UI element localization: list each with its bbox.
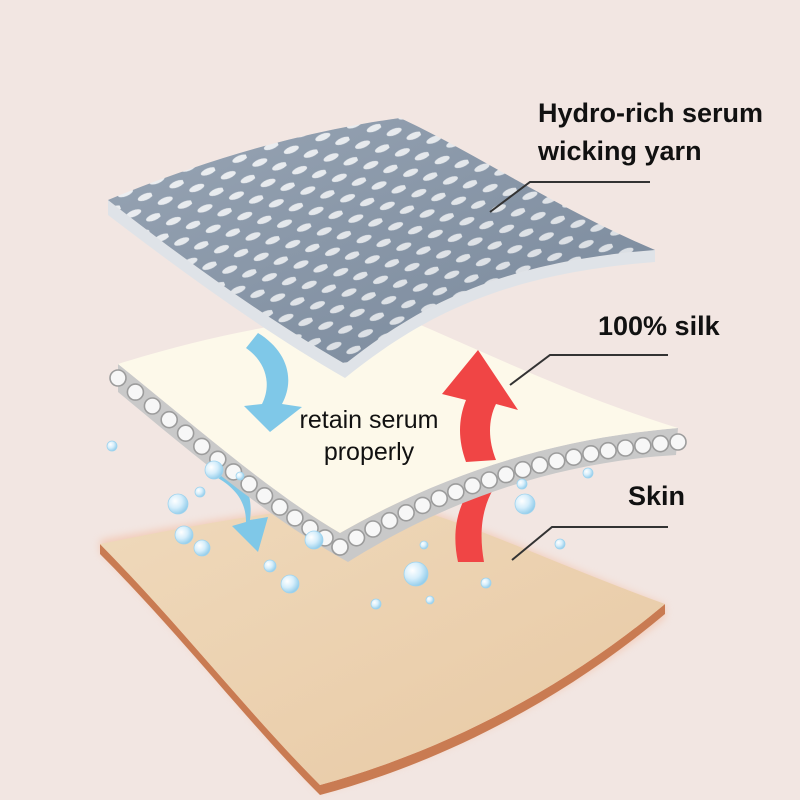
label-skin: Skin bbox=[628, 481, 685, 511]
silk-fiber-circle bbox=[463, 476, 482, 495]
skin-layer bbox=[100, 500, 665, 795]
silk-fiber-circle bbox=[497, 465, 515, 484]
silk-fiber-circle bbox=[669, 433, 687, 451]
silk-fiber-circle bbox=[513, 460, 532, 479]
water-bubble-icon bbox=[582, 467, 594, 479]
bubble-group bbox=[106, 440, 594, 610]
water-bubble-icon bbox=[280, 574, 300, 594]
silk-fiber-circle bbox=[599, 441, 617, 460]
down-arrow-icon bbox=[244, 333, 302, 432]
silk-layer bbox=[109, 312, 687, 562]
up-arrow-icon bbox=[442, 350, 518, 462]
water-bubble-icon bbox=[480, 577, 492, 589]
silk-fiber-circle bbox=[240, 475, 258, 493]
mesh-layer-shade bbox=[108, 118, 655, 364]
silk-fiber-circle bbox=[530, 456, 549, 474]
skin-layer-edge bbox=[100, 544, 665, 795]
water-bubble-icon bbox=[370, 598, 382, 610]
silk-fiber-circle bbox=[126, 383, 145, 401]
mesh-layer bbox=[108, 118, 655, 378]
silk-fiber-circle bbox=[160, 410, 178, 429]
skin-layer-surface bbox=[100, 502, 665, 785]
silk-fiber-circle bbox=[193, 437, 211, 456]
silk-fiber-circle bbox=[255, 486, 274, 505]
label-retain-line2: properly bbox=[324, 438, 415, 466]
silk-fiber-circle bbox=[480, 471, 499, 489]
label-retain-line1: retain serum bbox=[300, 406, 439, 434]
water-bubble-icon bbox=[419, 540, 429, 550]
water-bubble-icon bbox=[425, 595, 435, 605]
silk-fiber-circle bbox=[413, 496, 432, 515]
callout-line-yarn bbox=[489, 181, 650, 213]
silk-fiber-circle bbox=[651, 434, 670, 453]
silk-fiber-circle bbox=[547, 452, 566, 470]
silk-fiber-circle bbox=[143, 397, 162, 415]
callout-line-skin bbox=[511, 526, 668, 561]
label-yarn-line2: wicking yarn bbox=[537, 136, 702, 166]
silk-layer-surface bbox=[118, 312, 678, 533]
silk-fiber-circle bbox=[347, 528, 366, 547]
silk-fiber-circle bbox=[633, 436, 652, 455]
silk-fiber-circle bbox=[109, 369, 127, 387]
water-bubble-icon bbox=[194, 486, 206, 498]
silk-fiber-circle bbox=[331, 538, 349, 556]
silk-fiber-circle bbox=[176, 424, 195, 443]
water-bubble-icon bbox=[554, 538, 566, 550]
water-bubble-icon bbox=[263, 559, 277, 573]
silk-fiber-circle bbox=[286, 509, 304, 527]
mesh-layer-edge bbox=[108, 200, 655, 378]
silk-fiber-circle bbox=[564, 448, 583, 467]
silk-fiber-circle bbox=[446, 483, 465, 501]
water-bubble-icon bbox=[193, 539, 211, 557]
up-arrow-icon bbox=[455, 468, 508, 562]
water-bubble-icon bbox=[204, 460, 224, 480]
water-bubble-icon bbox=[167, 493, 189, 515]
label-yarn-line1: Hydro-rich serum bbox=[538, 98, 763, 128]
silk-fiber-circle bbox=[364, 520, 382, 538]
water-bubble-icon bbox=[514, 493, 536, 515]
silk-fiber-circle bbox=[582, 444, 600, 463]
callout-line-silk bbox=[509, 354, 668, 386]
label-silk: 100% silk bbox=[598, 311, 721, 341]
water-bubble-icon bbox=[235, 471, 245, 481]
water-bubble-icon bbox=[403, 561, 429, 587]
silk-fiber-circle bbox=[380, 511, 399, 530]
silk-fiber-circle bbox=[397, 503, 415, 522]
silk-fiber-circle bbox=[616, 439, 635, 457]
water-bubble-icon bbox=[304, 530, 324, 550]
silk-fiber-circle bbox=[430, 489, 449, 508]
water-bubble-icon bbox=[516, 478, 528, 490]
silk-edge-circles bbox=[109, 369, 687, 556]
water-bubble-icon bbox=[174, 525, 194, 545]
down-arrow-icon bbox=[218, 465, 268, 552]
silk-fiber-circle bbox=[270, 498, 289, 516]
water-bubble-icon bbox=[106, 440, 118, 452]
